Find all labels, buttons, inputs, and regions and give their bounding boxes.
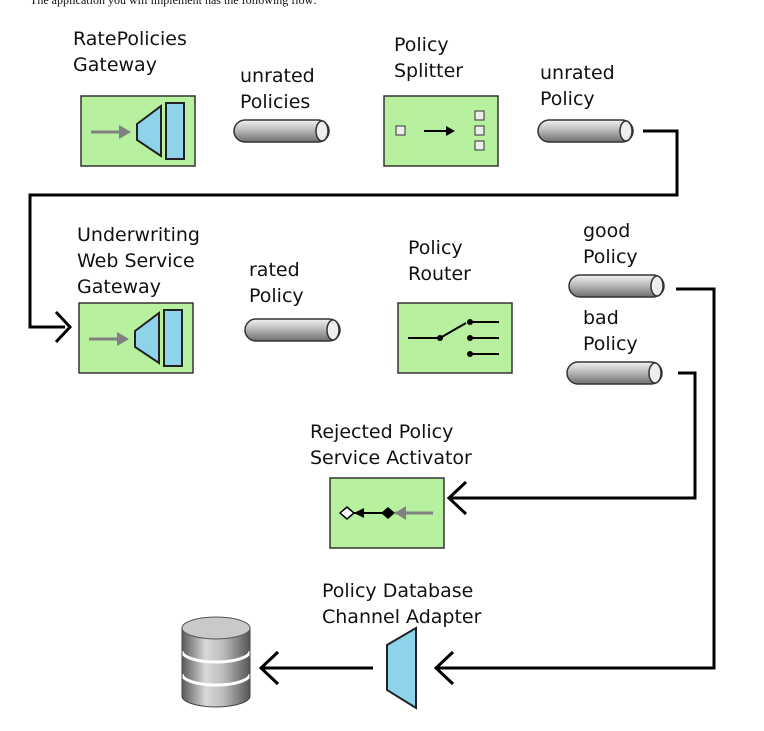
connector-line <box>450 371 697 500</box>
service-activator-icon <box>329 477 445 549</box>
arrowhead-icon <box>258 650 280 686</box>
bad-policy-channel-icon <box>566 361 663 385</box>
rate-gateway-icon <box>79 94 197 168</box>
arrowhead-icon <box>446 480 468 516</box>
arrowhead-icon <box>54 310 73 344</box>
arrowhead-icon <box>433 650 455 686</box>
underwriting-gateway-icon <box>77 301 195 375</box>
router-icon <box>397 302 513 374</box>
unrated-policies-channel-icon <box>233 119 330 143</box>
splitter-icon <box>383 95 499 167</box>
unrated-policy-channel-icon <box>537 119 634 143</box>
connector-line <box>437 287 716 670</box>
connector-line <box>28 129 679 329</box>
good-policy-channel-icon <box>568 274 665 298</box>
rated-policy-channel-icon <box>244 318 341 342</box>
channel-adapter-icon <box>386 626 417 710</box>
database-icon <box>180 616 252 708</box>
intro-text: The application you will implement has t… <box>30 0 317 7</box>
